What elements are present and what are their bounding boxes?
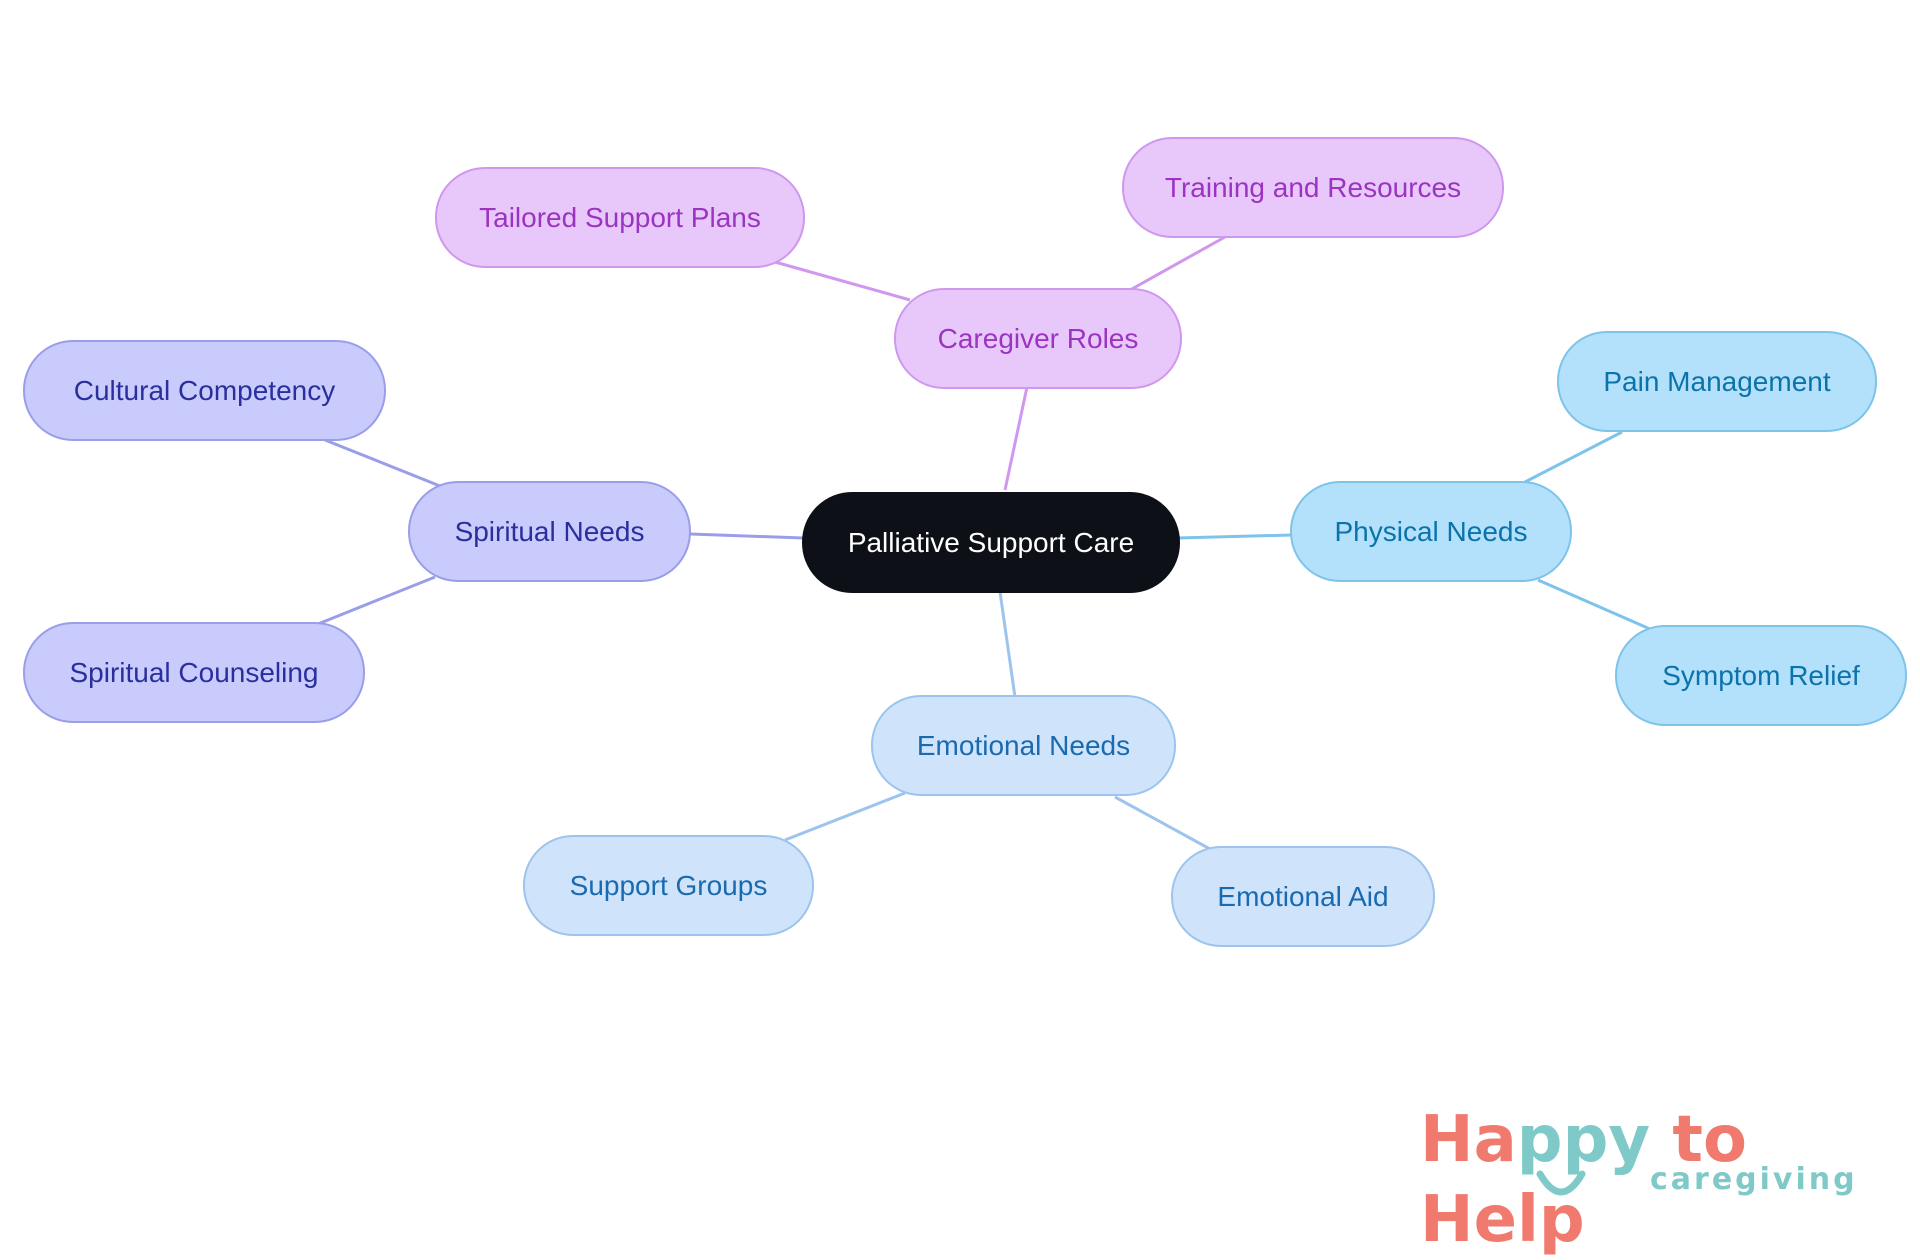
connector (1524, 430, 1623, 484)
logo-text-part1: Ha (1420, 1103, 1517, 1177)
connector (1129, 235, 1226, 292)
connector (689, 532, 804, 540)
connector (774, 260, 911, 302)
node-spiritual-counseling[interactable]: Spiritual Counseling (23, 622, 365, 723)
smile-icon (1536, 1170, 1586, 1196)
connector (1537, 578, 1651, 631)
node-emotional-needs[interactable]: Emotional Needs (871, 695, 1176, 796)
node-spiritual-needs[interactable]: Spiritual Needs (408, 481, 691, 582)
mind-map: Palliative Support Care Caregiver Roles … (23, 137, 1907, 947)
logo-text-part2: ppy (1516, 1103, 1651, 1177)
connector (1177, 533, 1293, 540)
connector (1114, 795, 1211, 851)
brand-logo: Happy to Help caregiving (1420, 1100, 1890, 1257)
node-pain-management[interactable]: Pain Management (1557, 331, 1877, 432)
central-node[interactable]: Palliative Support Care (802, 492, 1180, 593)
node-emotional-aid[interactable]: Emotional Aid (1171, 846, 1435, 947)
node-physical-needs[interactable]: Physical Needs (1290, 481, 1572, 582)
connector (784, 791, 906, 842)
node-caregiver-roles[interactable]: Caregiver Roles (894, 288, 1182, 389)
node-support-groups[interactable]: Support Groups (523, 835, 814, 936)
connector (998, 591, 1017, 698)
connector (1003, 386, 1029, 491)
node-tailored-support-plans[interactable]: Tailored Support Plans (435, 167, 805, 268)
logo-tagline: caregiving (1650, 1162, 1858, 1197)
connector (324, 438, 441, 488)
node-cultural-competency[interactable]: Cultural Competency (23, 340, 386, 441)
connector (317, 575, 436, 626)
node-symptom-relief[interactable]: Symptom Relief (1615, 625, 1907, 726)
node-training-and-resources[interactable]: Training and Resources (1122, 137, 1504, 238)
connectors (317, 235, 1651, 851)
